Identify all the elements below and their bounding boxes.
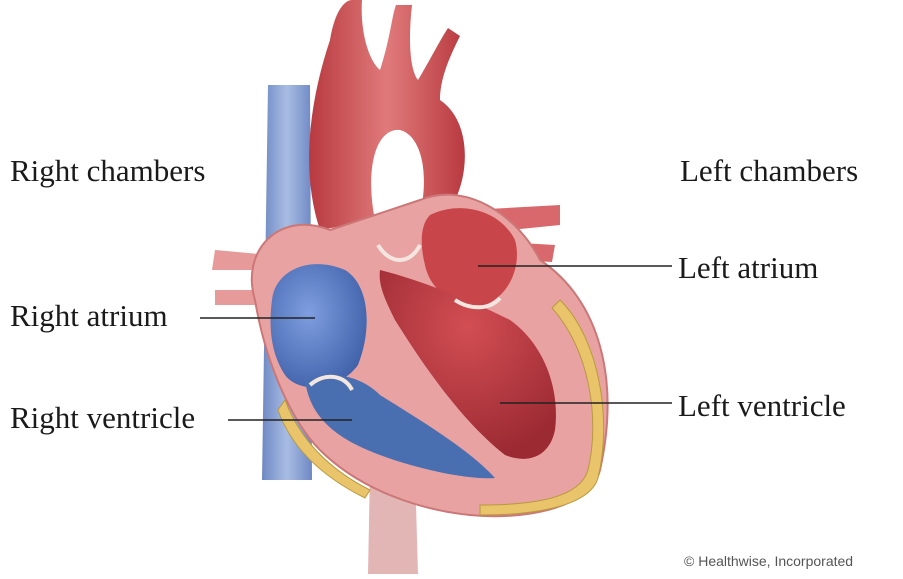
right-chambers-heading: Right chambers — [10, 155, 205, 186]
left-ventricle-label: Left ventricle — [678, 390, 846, 421]
copyright-credit: © Healthwise, Incorporated — [684, 553, 853, 569]
left-atrium-label: Left atrium — [678, 252, 818, 283]
right-atrium-label: Right atrium — [10, 300, 168, 331]
right-atrium-chamber — [271, 264, 367, 387]
right-ventricle-label: Right ventricle — [10, 402, 195, 433]
left-chambers-heading: Left chambers — [680, 155, 858, 186]
